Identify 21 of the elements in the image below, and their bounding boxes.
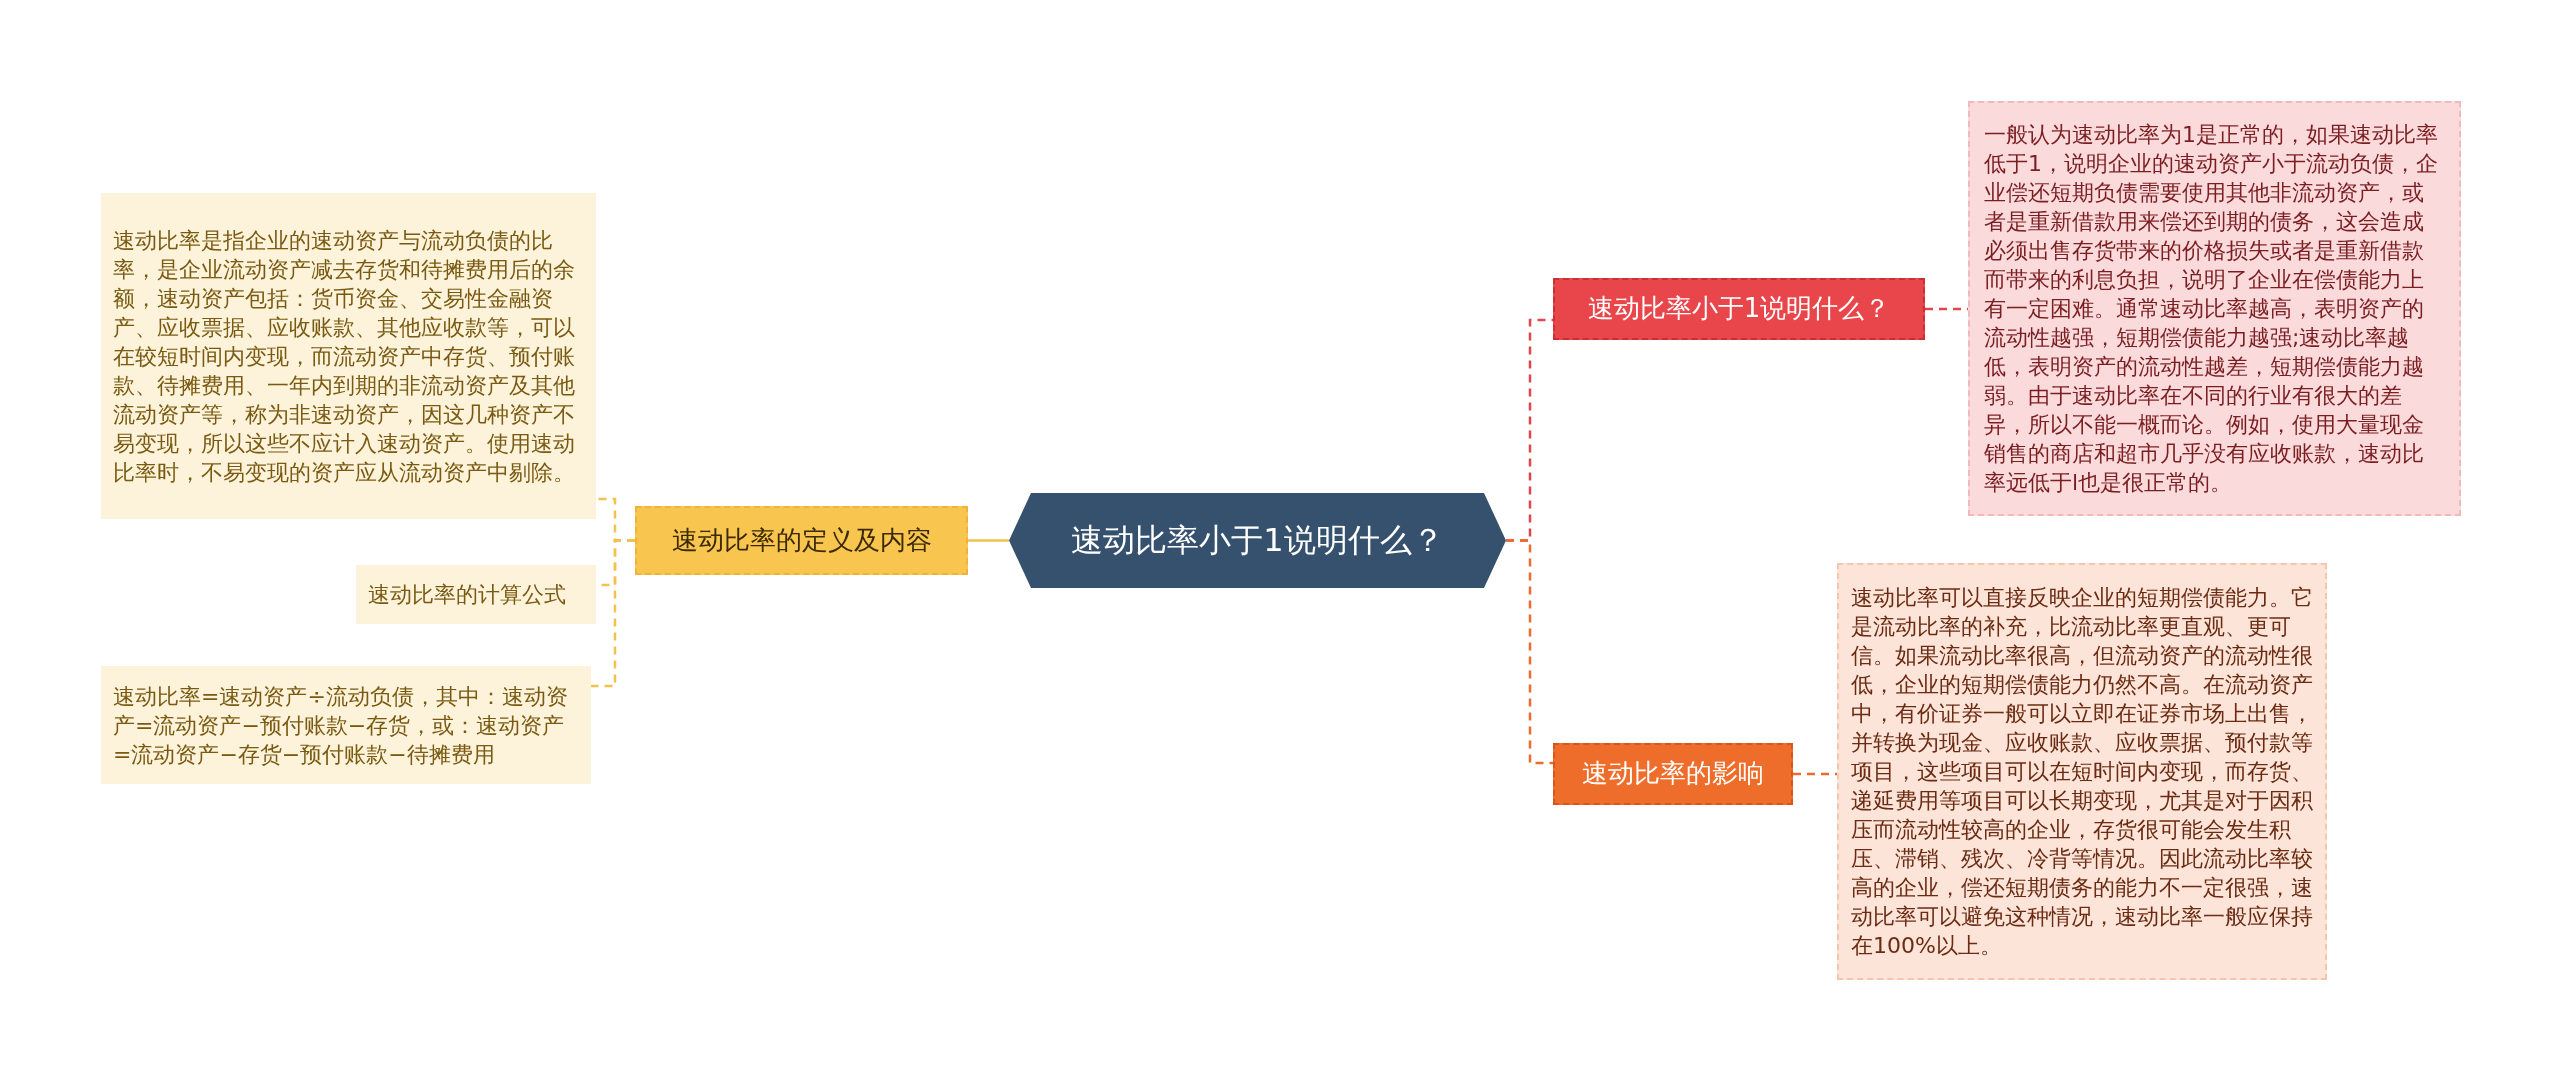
topic-text: 速动比率的影响 [1582, 758, 1764, 790]
topic-text: 速动比率的定义及内容 [671, 524, 932, 557]
note-box [101, 193, 596, 519]
note-box [1968, 101, 2461, 516]
note-text: 速动比率的计算公式 [368, 581, 566, 609]
note-text: 一般认为速动比率为1是正常的，如果速动比率低于1，说明企业的速动资产小于流动负债，企业偿还短期负债需要使用其他非流动资产，或者是重新借款用来偿还到期的债务，这会造成必须出售存货带来的价格损失或者是重新借款而带来的利息负担，说明了企业在偿债能力上有一定困难。通常速动比率越高，表明资产的流动性越强，短期偿债能力越强;速动比率越低，表明资产的流动性越差，短期偿债能力越弱。由于速动比率在不同的行业有很大的差异，所以不能一概而论。例如，使用大量现金销售的商店和超市几乎没有应收账款，速动比率远低于l也是很正常的。 [1984, 121, 2439, 497]
topic-box [1553, 278, 1925, 340]
topic-hexagon [1009, 493, 1506, 588]
connector-line [591, 539, 635, 688]
topic-box [635, 506, 968, 575]
note-text: 速动比率=速动资产÷流动负债，其中：速动资产=流动资产−预付账款−存货，或：速动资产=流动资产−存货−预付账款−待摊费用 [113, 682, 569, 769]
topic-text: 速动比率小于1说明什么？ [1587, 293, 1891, 325]
connector-line [968, 539, 1009, 542]
note-text: 速动比率可以直接反映企业的短期偿债能力。它是流动比率的补充，比流动比率更直观、更可信。如果流动比率很高，但流动资产的流动性很低，企业的短期偿债能力仍然不高。在流动资产中，有价证券一般可以立即在证券市场上出售，并转换为现金、应收账款、应收票据、预付款等项目，这些项目可以在短时间内变现，而存货、递延费用等项目可以长期变现，尤其是对于因积压而流动性较高的企业，存货很可能会发生积压、滞销、残次、冷背等情况。因此流动比率较高的企业，偿还短期债务的能力不一定很强，速动比率可以避免这种情况，速动比率一般应保持在100%以上。 [1851, 584, 2313, 960]
topic-text: 速动比率小于1说明什么？ [1071, 521, 1444, 560]
note-box [101, 666, 591, 784]
connector-line [1506, 539, 1553, 765]
note-text: 速动比率是指企业的速动资产与流动负债的比率，是企业流动资产减去存货和待摊费用后的余额，速动资产包括：货币资金、交易性金融资产、应收票据、应收账款、其他应收款等，可以在较短时间内变现，而流动资产中存货、预付账款、待摊费用、一年内到期的非流动资产及其他流动资产等，称为非速动资产，因这几种资产不易变现，所以这些不应计入速动资产。使用速动比率时，不易变现的资产应从流动资产中剔除。 [113, 226, 576, 487]
connector-line [1793, 772, 1837, 776]
topic-box [1553, 743, 1793, 805]
note-box [356, 565, 596, 624]
